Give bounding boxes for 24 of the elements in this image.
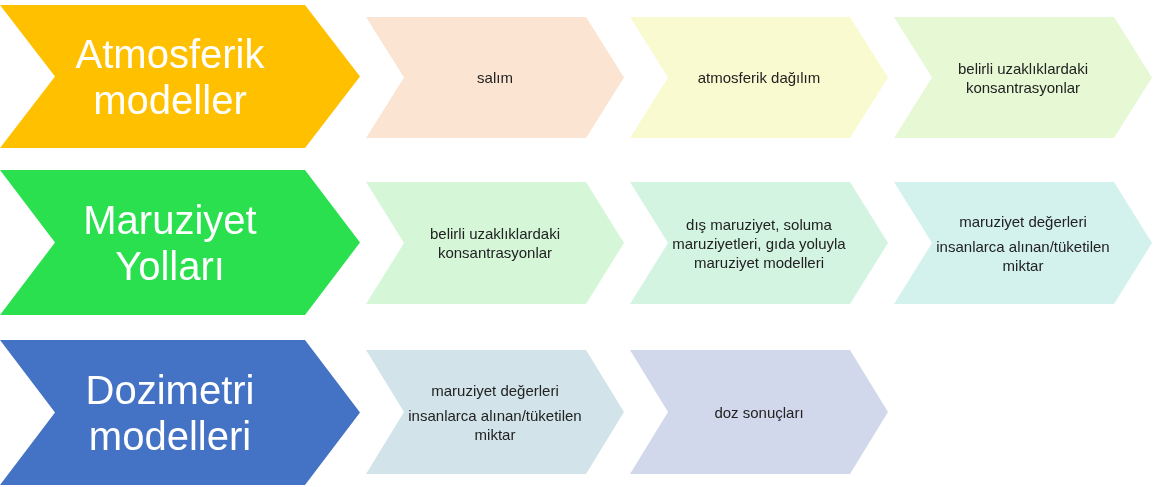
process-step xyxy=(630,182,888,304)
process-step xyxy=(630,17,888,138)
stage-title: Maruziyet Yolları xyxy=(82,196,258,289)
step-text: belirli uzaklıklardaki konsantrasyonlar xyxy=(956,58,1090,97)
step-text: maruziyet değerleri xyxy=(431,380,559,400)
stage-title: Dozimetri modelleri xyxy=(84,366,256,459)
stage-panel xyxy=(0,340,360,485)
step-text: salım xyxy=(477,68,513,87)
process-step xyxy=(894,17,1152,138)
stage-panel xyxy=(0,170,360,315)
stage-panel xyxy=(0,5,360,148)
step-text: insanlarca alınan/tüketilen miktar xyxy=(936,236,1110,275)
process-step xyxy=(894,182,1152,304)
process-step xyxy=(630,350,888,474)
step-text: atmosferik dağılım xyxy=(697,68,821,87)
step-text: belirli uzaklıklardaki konsantrasyonlar xyxy=(428,224,562,262)
step-text: doz sonuçları xyxy=(714,402,804,422)
step-text: dış maruziyet, soluma maruziyetleri, gıda yoluyla maruziyet modelleri xyxy=(672,214,846,272)
process-step xyxy=(366,182,624,304)
process-step xyxy=(366,17,624,138)
step-text: maruziyet değerleri xyxy=(959,211,1087,231)
stage-title: Atmosferik modeller xyxy=(74,30,266,123)
step-text: insanlarca alınan/tüketilen miktar xyxy=(408,405,582,444)
process-step xyxy=(366,350,624,474)
